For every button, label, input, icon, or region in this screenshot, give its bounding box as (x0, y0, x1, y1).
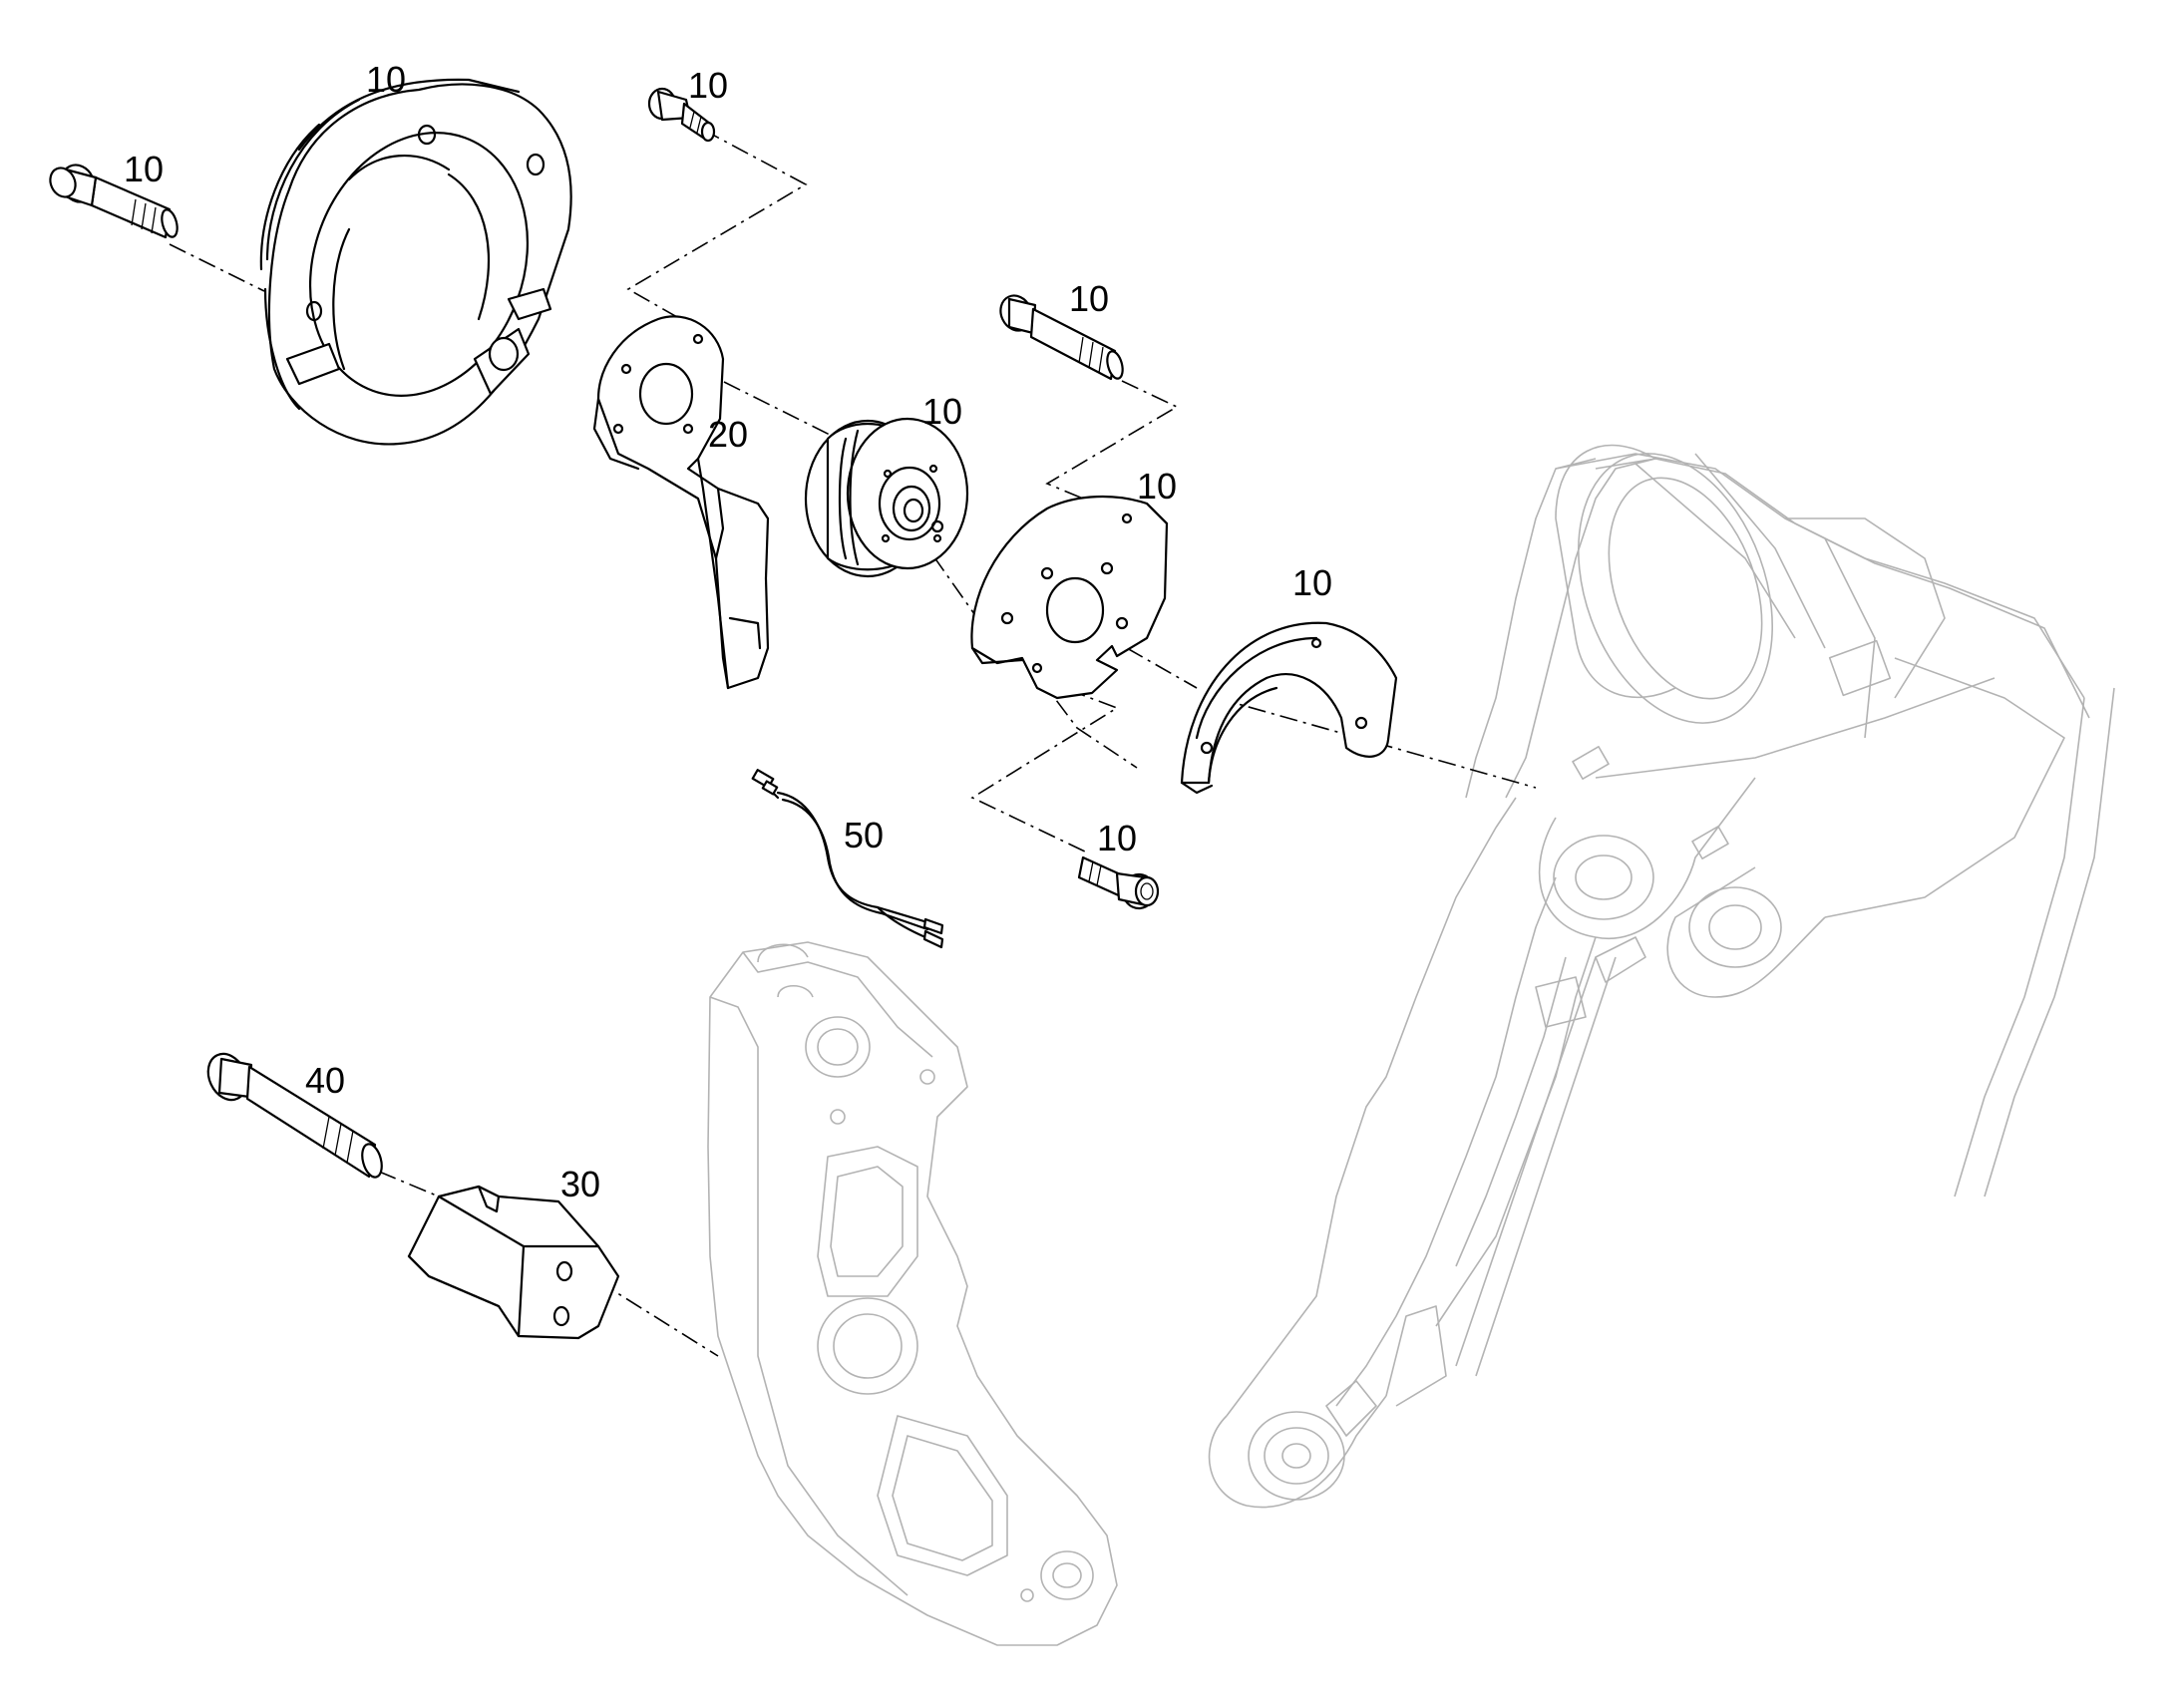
sensor-cable (751, 769, 944, 949)
sensor-block (407, 1185, 620, 1340)
boom-arm-assembly (1208, 444, 2115, 1509)
callout-half-shell: 10 (1292, 562, 1332, 603)
callout-cable: 50 (844, 815, 884, 855)
callout-sensor-block: 30 (560, 1164, 600, 1204)
half-shell (1180, 621, 1398, 795)
swing-arm-bracket (707, 941, 1118, 1646)
bearing (804, 417, 969, 578)
callout-bolt-long: 40 (305, 1060, 345, 1101)
callout-labels: 10 10 10 20 10 10 10 10 10 50 40 30 (124, 59, 1332, 1204)
bolt-left (49, 164, 179, 239)
bolt-bottom (1077, 855, 1160, 910)
collar-ring (259, 78, 572, 446)
bolt-top (647, 87, 716, 143)
callout-collar-ring: 10 (366, 59, 406, 100)
cover-plate (970, 495, 1169, 700)
mounting-bracket (592, 315, 770, 690)
bolt-middle (999, 294, 1124, 381)
callout-cover-plate: 10 (1137, 466, 1177, 507)
callout-bolt-top: 10 (688, 65, 728, 106)
callout-bolt-left: 10 (124, 149, 164, 189)
callout-bolt-bottom: 10 (1097, 818, 1137, 858)
bolt-long (206, 1052, 383, 1179)
callout-bearing: 10 (922, 391, 962, 432)
callout-bracket: 20 (708, 414, 748, 455)
callout-bolt-middle: 10 (1069, 278, 1109, 319)
